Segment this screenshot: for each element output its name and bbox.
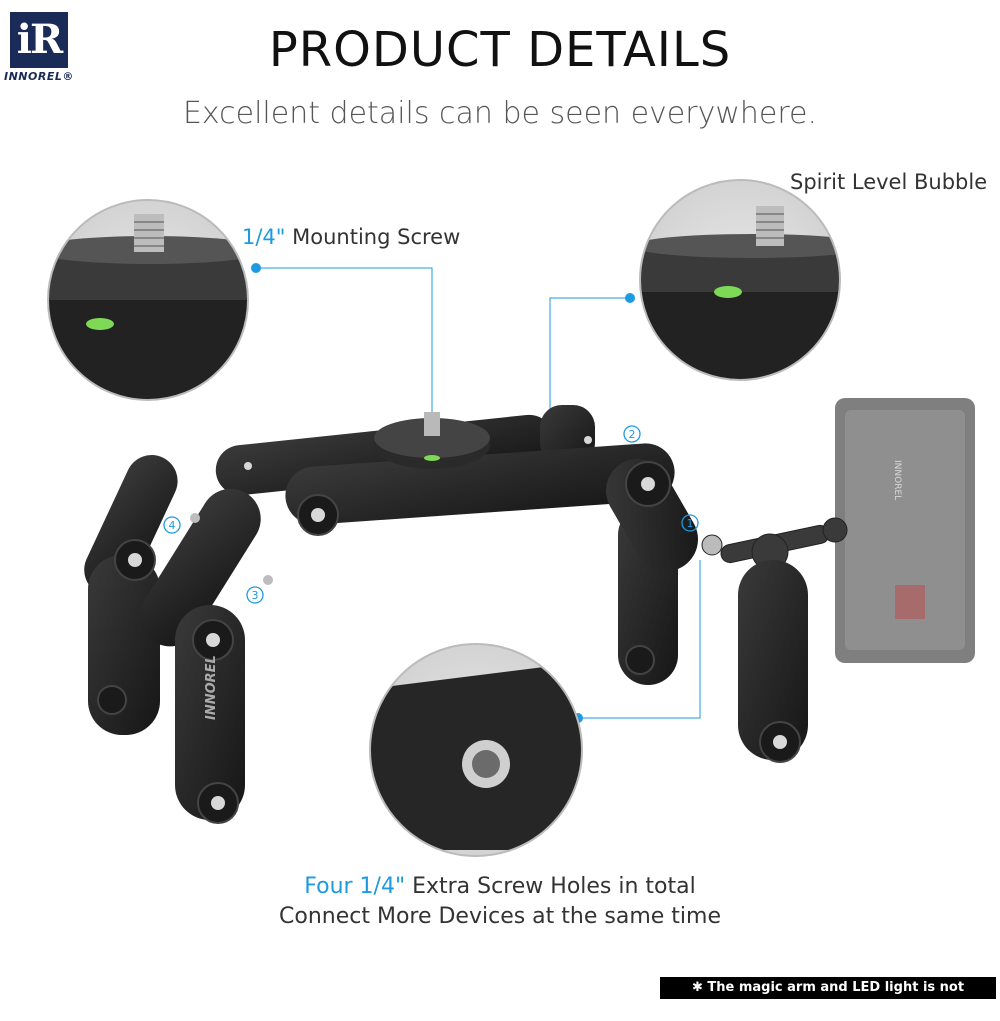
zoom-spirit-level	[639, 179, 841, 381]
marker-3: 3	[252, 589, 259, 602]
callout-spirit-level: Spirit Level Bubble	[790, 170, 988, 194]
page-subtitle: Excellent details can be seen everywhere…	[182, 96, 818, 131]
spirit-bubble-small	[424, 455, 440, 461]
zoom-screw-hole	[369, 643, 583, 857]
marker-2: 2	[629, 428, 636, 441]
center-mount-plate	[374, 412, 490, 469]
led-print: INNOREL	[892, 460, 902, 500]
brand-wordmark: INNOREL®	[4, 70, 74, 83]
extra-holes-size: Four 1/4"	[304, 874, 406, 899]
not-included-note: ✱ The magic arm and LED light is not inc…	[660, 977, 996, 1017]
mount-screw-text: Mounting Screw	[285, 225, 461, 249]
zoom-mounting-screw	[47, 199, 249, 401]
marker-4: 4	[169, 519, 176, 532]
brand-logo-glyph: iR	[16, 16, 63, 63]
callout-dot-mount	[251, 263, 261, 273]
connect-devices-text: Connect More Devices at the same time	[279, 904, 721, 929]
callout-extra-holes: Four 1/4" Extra Screw Holes in total Con…	[0, 872, 1000, 932]
tripod-print: INNOREL	[204, 655, 219, 720]
callout-dot-spirit	[625, 293, 635, 303]
marker-1: 1	[687, 517, 694, 530]
mount-screw-size: 1/4"	[242, 225, 286, 249]
extra-holes-text: Extra Screw Holes in total	[405, 874, 696, 899]
tripod-front-frame	[139, 443, 808, 820]
brand-logo	[10, 12, 68, 68]
page-title: PRODUCT DETAILS	[268, 22, 732, 78]
led-light-panel: INNOREL	[835, 398, 975, 663]
callout-mounting-screw: 1/4" Mounting Screw	[242, 225, 460, 249]
product-illustration: INNOREL	[47, 179, 975, 857]
callout-leader-lines	[256, 267, 701, 719]
